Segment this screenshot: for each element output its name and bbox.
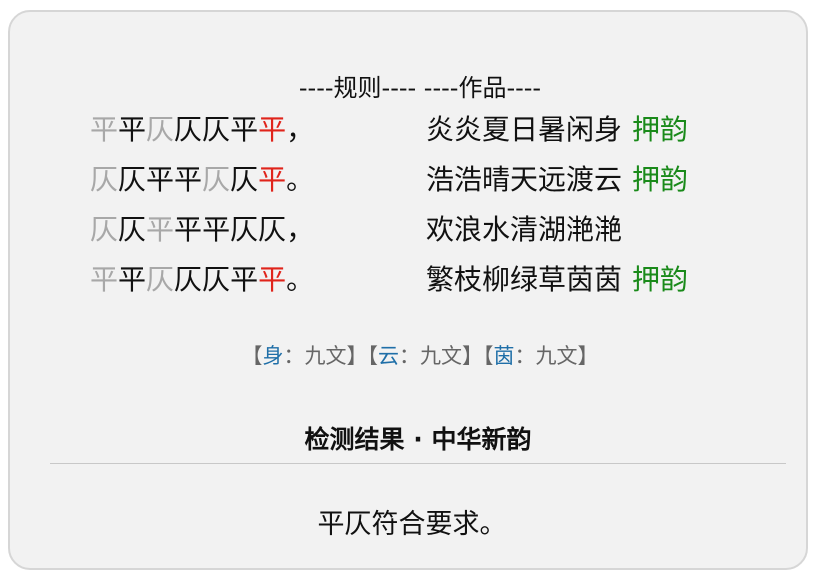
tone-char: 平 [230,113,259,146]
punctuation: 。 [286,163,315,196]
tone-char: 仄 [230,213,259,246]
tone-char: 平 [202,213,231,246]
tone-char: 仄 [202,263,231,296]
result-card: ----规则---- ----作品---- 平平仄仄仄平平，仄仄平平仄仄平。仄仄… [8,10,808,570]
tone-char: 平 [230,263,259,296]
rule-row: 仄仄平平平仄仄， [90,205,314,255]
tone-char: 仄 [146,113,175,146]
poem-line: 繁枝柳绿草茵茵 [426,263,623,296]
rhyme-group: 九文 [420,344,462,368]
tone-char: 平 [146,163,175,196]
column-header: ----规则---- ----作品---- [298,74,542,102]
poem-line: 炎炎夏日暑闲身 [426,113,623,146]
rhyme-char: 身 [262,344,284,368]
poem-line: 浩浩晴天远渡云 [426,163,623,196]
rhyme-char: 茵 [493,344,515,368]
tone-char: 平 [258,263,287,296]
tone-char: 平 [118,263,147,296]
rhyme-badge: 押韵 [632,163,689,196]
tone-char: 仄 [118,213,147,246]
rhyme-notes: 【身：九文】【云：九文】【茵：九文】 [10,340,827,370]
poem-line: 欢浪水清湖滟滟 [426,213,623,246]
rhyme-badge: 押韵 [632,113,689,146]
rhyme-note: 【身：九文】 [241,344,368,368]
works-column: 炎炎夏日暑闲身押韵浩浩晴天远渡云押韵欢浪水清湖滟滟繁枝柳绿草茵茵押韵 [426,105,688,305]
tone-char: 平 [90,263,119,296]
tone-char: 平 [174,213,203,246]
tone-char: 仄 [202,163,231,196]
rhyme-group: 九文 [304,344,347,368]
work-line: 炎炎夏日暑闲身押韵 [426,105,688,155]
tone-char: 仄 [146,263,175,296]
rhyme-note: 【茵：九文】 [483,344,599,368]
tone-char: 平 [258,113,287,146]
punctuation: ， [286,213,315,246]
tone-char: 平 [118,113,147,146]
tone-char: 平 [146,213,175,246]
punctuation: ， [286,113,315,146]
work-line: 浩浩晴天远渡云押韵 [426,155,688,205]
rhyme-badge: 押韵 [632,263,689,296]
tone-char: 仄 [174,263,203,296]
punctuation: 。 [286,263,315,296]
rule-row: 仄仄平平仄仄平。 [90,155,314,205]
result-text: 平仄符合要求。 [317,509,507,540]
tone-char: 仄 [118,163,147,196]
rule-row: 平平仄仄仄平平， [90,105,314,155]
result-title: 检测结果 · 中华新韵 [304,425,532,454]
tone-char: 仄 [174,113,203,146]
tone-char: 平 [90,113,119,146]
work-line: 繁枝柳绿草茵茵押韵 [426,255,688,305]
tone-char: 平 [174,163,203,196]
rhyme-note: 【云：九文】 [367,344,484,368]
tone-char: 仄 [230,163,259,196]
divider [50,463,786,464]
tone-char: 仄 [90,213,119,246]
work-line: 欢浪水清湖滟滟 [426,205,688,255]
tone-char: 仄 [202,113,231,146]
tone-char: 仄 [258,213,287,246]
tone-char: 平 [258,163,287,196]
rules-column: 平平仄仄仄平平，仄仄平平仄仄平。仄仄平平平仄仄，平平仄仄仄平平。 [90,105,314,305]
rule-row: 平平仄仄仄平平。 [90,255,314,305]
tone-char: 仄 [90,163,119,196]
rhyme-group: 九文 [535,344,578,368]
rhyme-char: 云 [378,344,399,368]
